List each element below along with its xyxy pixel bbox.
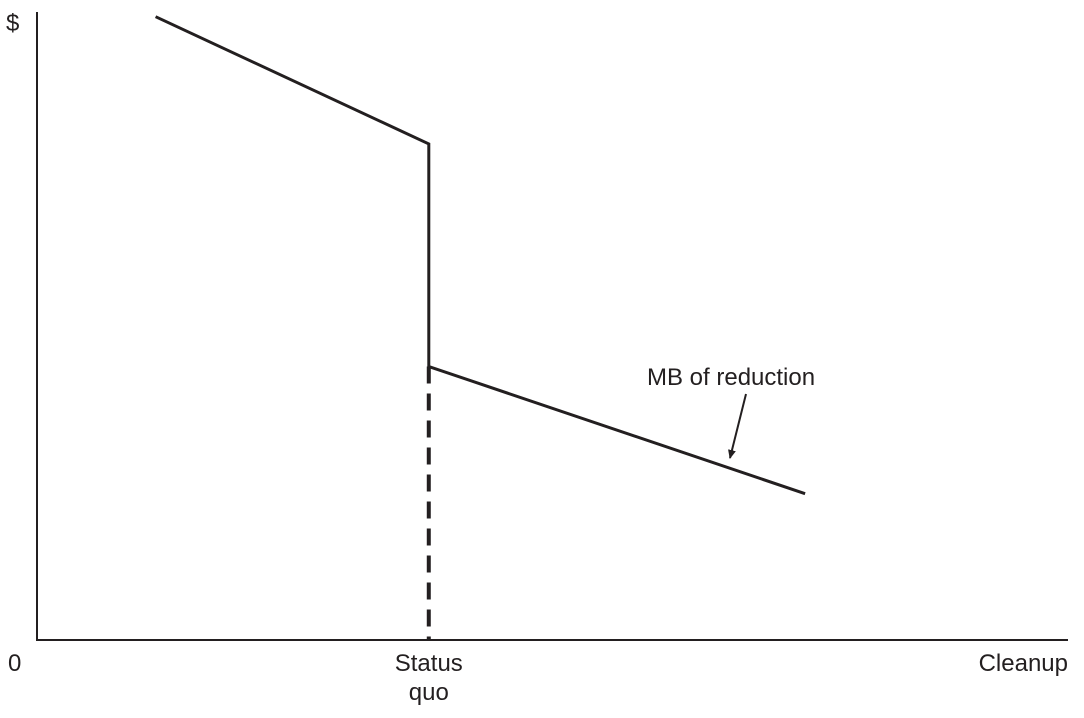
status-quo-label-line2: quo bbox=[409, 679, 449, 706]
mb-of-reduction-label: MB of reduction bbox=[647, 364, 815, 391]
x-axis-label: Cleanup bbox=[979, 650, 1068, 677]
status-quo-label-line1: Status bbox=[395, 650, 463, 677]
annotation-arrow bbox=[728, 393, 747, 459]
mb-of-reduction-line bbox=[154, 15, 806, 496]
y-axis-label: $ bbox=[6, 10, 19, 37]
origin-label: 0 bbox=[8, 650, 21, 677]
